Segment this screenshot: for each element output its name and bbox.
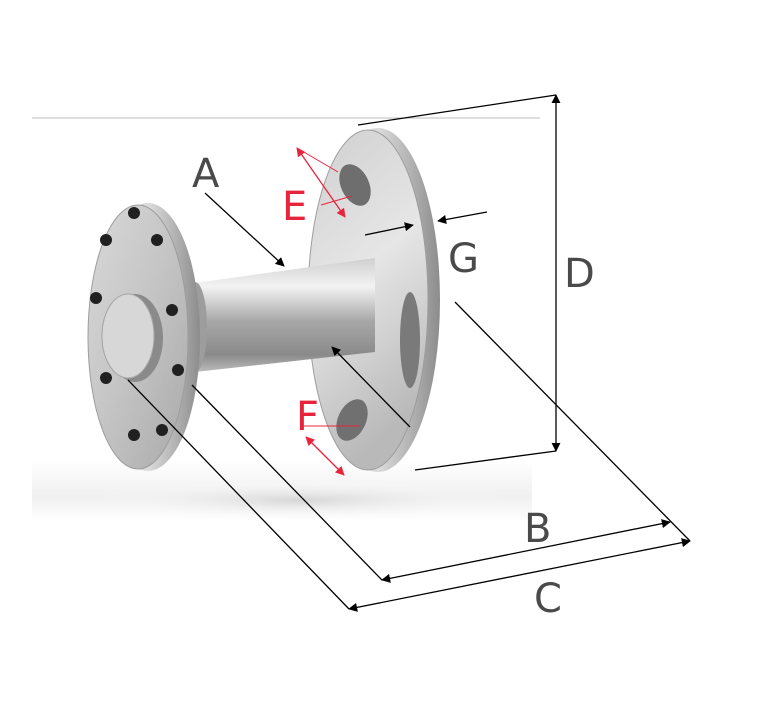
label-f: F xyxy=(296,394,319,440)
red-dimension-marks xyxy=(296,147,360,476)
dimension-f-arrow xyxy=(305,436,345,476)
label-g: G xyxy=(448,236,479,282)
dimension-g-arrow-right xyxy=(437,211,488,224)
label-a: A xyxy=(192,151,220,197)
pipe-leader xyxy=(331,346,411,428)
dimension-lines xyxy=(127,94,691,612)
pipe-body xyxy=(183,258,375,372)
label-b: B xyxy=(524,506,551,552)
dimension-c-line xyxy=(348,538,691,612)
dimension-e-arrow xyxy=(296,147,346,218)
dimension-a-leader xyxy=(204,192,285,267)
dimension-g-arrow-left xyxy=(364,222,414,236)
label-c: C xyxy=(534,576,562,622)
label-d: D xyxy=(564,251,595,297)
floor-shadow xyxy=(32,460,532,522)
small-flange xyxy=(87,203,200,471)
label-e: E xyxy=(282,184,307,230)
